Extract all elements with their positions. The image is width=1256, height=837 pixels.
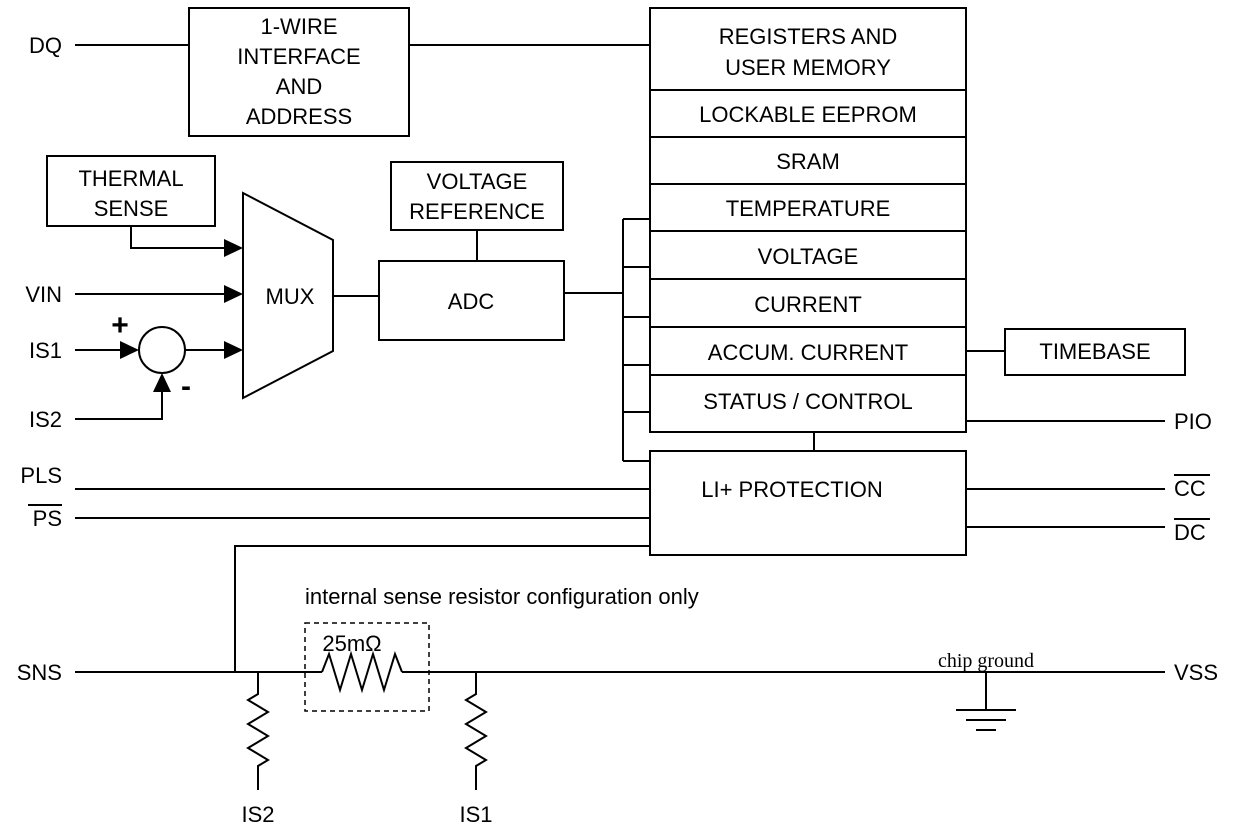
pin-pio-label: PIO <box>1174 409 1212 434</box>
pin-ps-label: PS <box>33 506 62 531</box>
voltage-reference-line2: REFERENCE <box>409 199 545 224</box>
thermal-arrow-icon <box>224 239 243 257</box>
is2-arrow-icon <box>153 373 171 392</box>
register-voltage: VOLTAGE <box>758 244 859 269</box>
register-accum-current: ACCUM. CURRENT <box>708 340 908 365</box>
timebase-label: TIMEBASE <box>1039 339 1150 364</box>
li-protection-label: LI+ PROTECTION <box>701 477 883 502</box>
sense-resistor-note: internal sense resistor configuration on… <box>305 584 699 609</box>
sense-resistor-value: 25mΩ <box>322 631 381 656</box>
is1-resistor <box>464 672 488 790</box>
summer-plus-sign: + <box>111 309 129 342</box>
pin-dq-label: DQ <box>29 33 62 58</box>
thermal-sense-line2: SENSE <box>94 196 169 221</box>
register-stack <box>649 7 967 433</box>
summing-junction <box>138 326 186 374</box>
summer-arrow-icon <box>224 341 243 359</box>
register-status-control: STATUS / CONTROL <box>703 389 912 414</box>
li-protection-block <box>649 450 967 556</box>
pin-pls-label: PLS <box>20 463 62 488</box>
one-wire-label-line3: AND <box>276 74 322 99</box>
thermal-to-mux-wire <box>130 226 226 249</box>
pin-is1-label: IS1 <box>29 338 62 363</box>
pin-vss-label: VSS <box>1174 660 1218 685</box>
is2-wire <box>75 390 163 420</box>
register-lockable-eeprom: LOCKABLE EEPROM <box>699 102 917 127</box>
is2-resistor <box>246 672 270 790</box>
one-wire-label-line1: 1-WIRE <box>261 14 338 39</box>
adc-block <box>378 260 565 341</box>
pin-is1-bottom-label: IS1 <box>459 802 492 827</box>
register-sram: SRAM <box>776 149 840 174</box>
pin-sns-label: SNS <box>17 660 62 685</box>
pin-dc-label: DC <box>1174 520 1206 545</box>
adc-label: ADC <box>448 289 495 314</box>
is1-arrow-icon <box>120 341 139 359</box>
thermal-sense-line1: THERMAL <box>78 166 183 191</box>
register-temperature: TEMPERATURE <box>726 196 891 221</box>
vin-arrow-icon <box>224 285 243 303</box>
voltage-reference-line1: VOLTAGE <box>427 169 528 194</box>
one-wire-label-line4: ADDRESS <box>246 104 352 129</box>
timebase-block <box>1004 328 1186 376</box>
pin-is2-label: IS2 <box>29 407 62 432</box>
one-wire-label-line2: INTERFACE <box>237 44 360 69</box>
protection-to-sns-wire <box>234 545 650 672</box>
chip-ground-label: chip ground <box>938 650 1034 672</box>
pin-vin-label: VIN <box>25 282 62 307</box>
pin-cc-label: CC <box>1174 476 1206 501</box>
summer-minus-sign: - <box>181 370 191 403</box>
mux-label: MUX <box>266 284 315 309</box>
thermal-sense-block <box>46 155 216 227</box>
register-user-memory-line1: REGISTERS AND <box>719 24 897 49</box>
register-current: CURRENT <box>754 292 862 317</box>
pin-is2-bottom-label: IS2 <box>241 802 274 827</box>
voltage-reference-block <box>390 161 564 231</box>
internal-sense-resistor <box>321 650 403 694</box>
internal-resistor-dashed-box <box>304 622 430 712</box>
mux-block <box>242 191 334 400</box>
one-wire-interface-block <box>188 7 410 137</box>
register-user-memory-line2: USER MEMORY <box>725 55 891 80</box>
